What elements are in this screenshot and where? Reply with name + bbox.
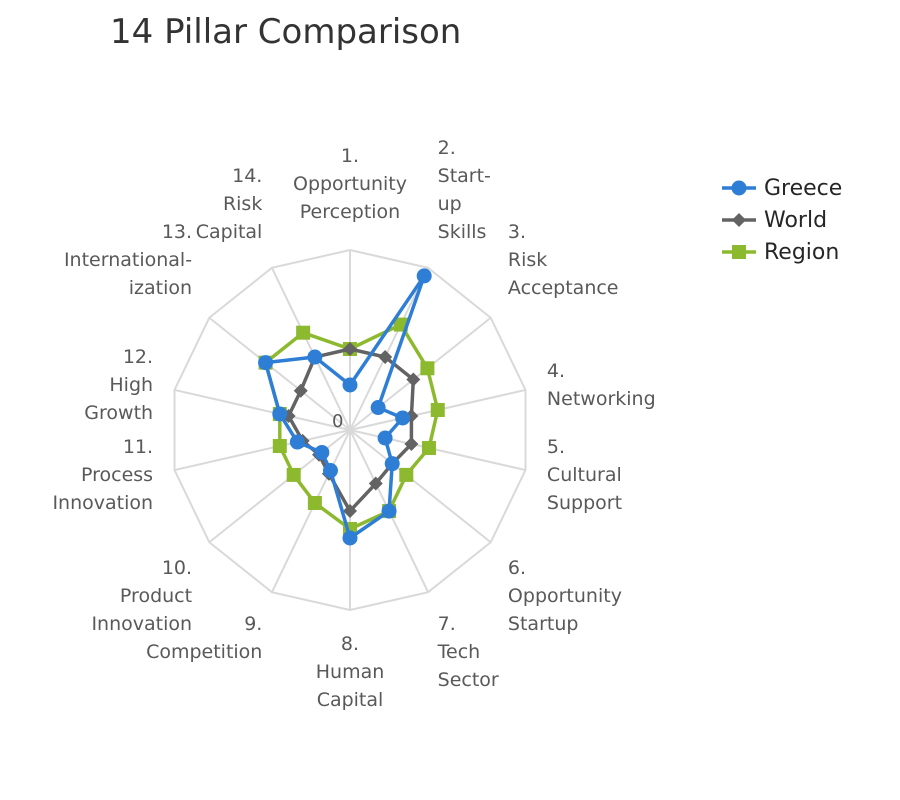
axis-label-13: 13.International-ization bbox=[64, 221, 192, 299]
data-point-greece-5[interactable] bbox=[377, 430, 393, 446]
data-point-greece-10[interactable] bbox=[314, 444, 330, 460]
legend-item-greece[interactable]: Greece bbox=[722, 172, 842, 204]
radar-spoke bbox=[174, 429, 351, 472]
data-point-world-7[interactable] bbox=[368, 476, 383, 491]
data-point-greece-8[interactable] bbox=[342, 530, 358, 546]
radar-spoke bbox=[270, 429, 351, 593]
axis-label-9: 9.Competition bbox=[146, 613, 262, 663]
radar-spoke bbox=[174, 388, 351, 431]
data-point-world-5[interactable] bbox=[404, 437, 419, 452]
legend-swatch-greece bbox=[722, 180, 756, 196]
radial-tick-label: 0 bbox=[332, 411, 343, 432]
data-point-world-3[interactable] bbox=[406, 372, 421, 387]
radar-grid: 0 bbox=[173, 248, 527, 612]
data-point-region-5[interactable] bbox=[421, 441, 436, 456]
legend-item-region[interactable]: Region bbox=[722, 236, 842, 268]
data-point-region-11[interactable] bbox=[272, 439, 287, 454]
data-point-greece-3[interactable] bbox=[370, 400, 386, 416]
data-point-greece-14[interactable] bbox=[307, 349, 323, 365]
axis-label-4: 4.Networking bbox=[547, 360, 656, 410]
data-point-greece-11[interactable] bbox=[289, 434, 305, 450]
data-point-greece-1[interactable] bbox=[342, 377, 358, 393]
data-point-world-13[interactable] bbox=[293, 383, 308, 398]
legend-marker-greece[interactable] bbox=[731, 180, 747, 196]
series-group bbox=[258, 268, 445, 546]
data-point-region-10[interactable] bbox=[286, 467, 301, 482]
chart-title: 14 Pillar Comparison bbox=[110, 12, 462, 52]
legend-label-greece: Greece bbox=[764, 175, 843, 201]
legend-label-world: World bbox=[764, 207, 828, 233]
legend: Greece World Region bbox=[722, 172, 842, 268]
radar-spoke bbox=[270, 267, 351, 431]
data-point-region-14[interactable] bbox=[296, 325, 311, 340]
data-point-greece-9[interactable] bbox=[322, 463, 338, 479]
legend-label-region: Region bbox=[764, 239, 840, 265]
data-point-region-3[interactable] bbox=[420, 361, 435, 376]
data-point-region-4[interactable] bbox=[430, 402, 445, 417]
data-point-world-2[interactable] bbox=[378, 350, 393, 365]
legend-item-world[interactable]: World bbox=[722, 204, 842, 236]
legend-marker-region[interactable] bbox=[732, 245, 746, 259]
data-point-region-6[interactable] bbox=[399, 467, 414, 482]
legend-swatch-world bbox=[722, 213, 756, 227]
series-greece bbox=[258, 268, 432, 546]
data-point-world-1[interactable] bbox=[343, 342, 357, 356]
radar-spoke bbox=[349, 429, 492, 544]
data-point-greece-7[interactable] bbox=[381, 503, 397, 519]
data-point-greece-2[interactable] bbox=[416, 268, 432, 284]
legend-swatch-region bbox=[722, 245, 756, 259]
data-point-greece-13[interactable] bbox=[258, 355, 274, 371]
radar-spoke bbox=[208, 316, 351, 431]
radar-spoke bbox=[349, 267, 430, 431]
data-point-greece-12[interactable] bbox=[272, 406, 288, 422]
legend-marker-world[interactable] bbox=[732, 213, 746, 227]
data-point-greece-6[interactable] bbox=[384, 456, 400, 472]
data-point-greece-4[interactable] bbox=[395, 410, 411, 426]
data-point-world-8[interactable] bbox=[343, 504, 357, 518]
data-point-region-9[interactable] bbox=[307, 495, 322, 510]
